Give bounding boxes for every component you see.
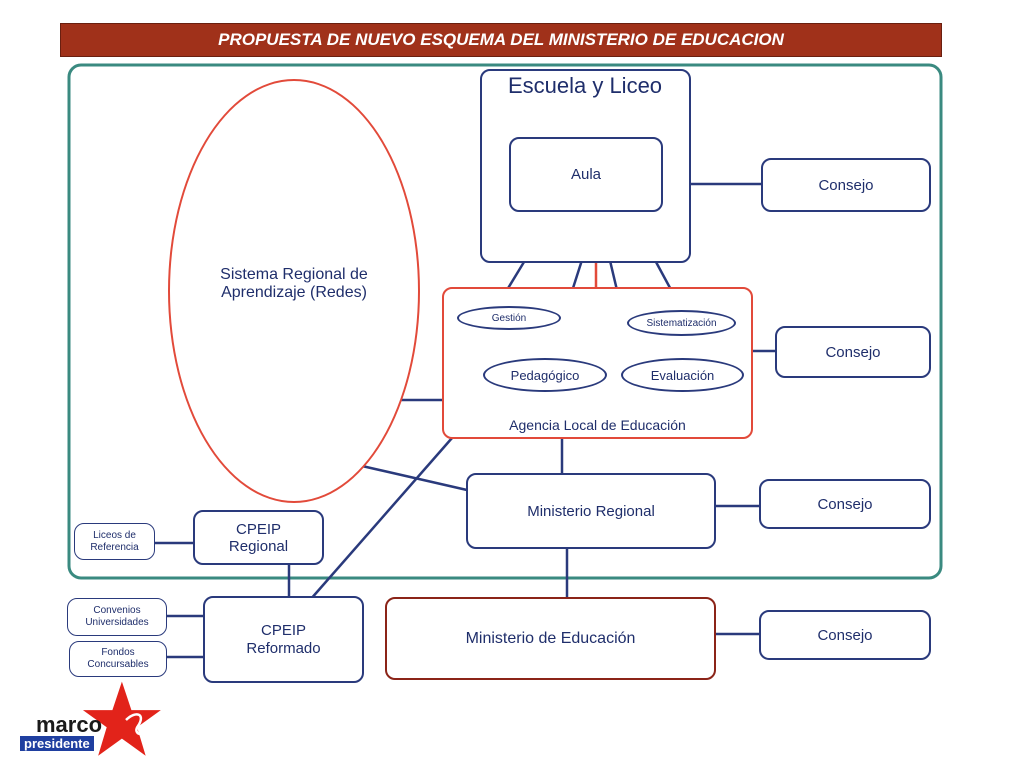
fondos-box: Fondos Concursables (69, 641, 167, 677)
aula-box: Aula (509, 137, 663, 212)
sistematizacion-pill: Sistematización (627, 310, 736, 336)
consejo-agencia-box: Consejo (775, 326, 931, 378)
logo-text-marco: marco (36, 712, 103, 737)
ministerio-educacion-box: Ministerio de Educación (385, 597, 716, 680)
consejo-regional-box: Consejo (759, 479, 931, 529)
marco-presidente-logo: marco presidente (18, 680, 178, 760)
logo-star-icon (82, 681, 161, 756)
evaluacion-pill: Evaluación (621, 358, 744, 392)
escuela-liceo-label: Escuela y Liceo (507, 73, 663, 98)
diagram-title: PROPUESTA DE NUEVO ESQUEMA DEL MINISTERI… (60, 23, 942, 57)
liceos-referencia-box: Liceos de Referencia (74, 523, 155, 560)
line-agencia-cpeip (309, 437, 453, 601)
cpeip-reformado-box: CPEIP Reformado (203, 596, 364, 683)
cpeip-regional-box: CPEIP Regional (193, 510, 324, 565)
regional-frame (67, 63, 943, 580)
sistema-regional-label: Sistema Regional de Aprendizaje (Redes) (220, 266, 368, 301)
logo-text-presidente: presidente (20, 736, 94, 751)
gestion-pill: Gestión (457, 306, 561, 330)
ministerio-regional-box: Ministerio Regional (466, 473, 716, 549)
line-sistema-minreg (361, 464, 468, 492)
consejo-ministerio-box: Consejo (759, 610, 931, 660)
sistema-regional-ellipse (168, 79, 420, 503)
convenios-box: Convenios Universidades (67, 598, 167, 636)
pedagogico-pill: Pedagógico (483, 358, 607, 392)
agencia-local-label: Agencia Local de Educación (509, 417, 686, 433)
consejo-escuela-box: Consejo (761, 158, 931, 212)
